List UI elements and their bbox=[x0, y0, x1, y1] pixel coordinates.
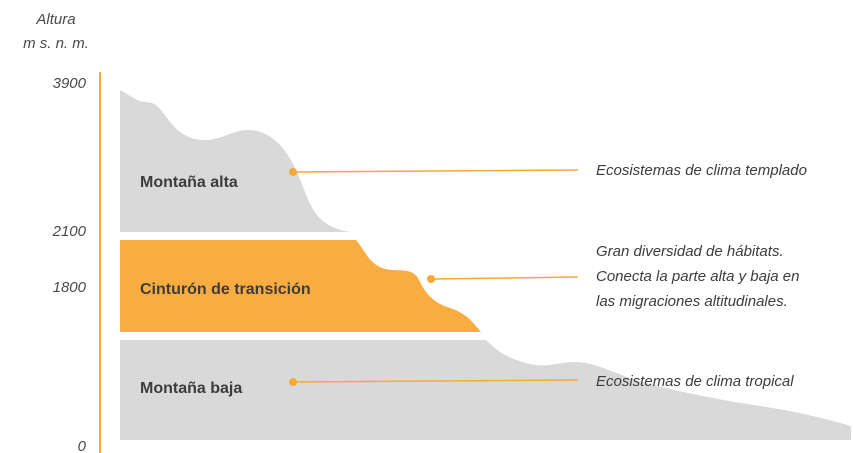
transition-belt-label: Cinturón de transición bbox=[140, 281, 311, 298]
high-mountain-zone bbox=[120, 90, 350, 232]
high-note: Ecosistemas de clima templado bbox=[596, 162, 807, 179]
transition-note-line1: Gran diversidad de hábitats. bbox=[596, 243, 784, 260]
axis-title-line2: m s. n. m. bbox=[23, 35, 89, 52]
high-connector-dot bbox=[289, 168, 297, 176]
tick-label-3900: 3900 bbox=[53, 75, 87, 92]
transition-note-line3: las migraciones altitudinales. bbox=[596, 293, 788, 310]
low-connector-line bbox=[292, 379, 579, 383]
axis-title-line1: Altura bbox=[35, 11, 75, 28]
tick-label-0: 0 bbox=[78, 438, 87, 453]
transition-connector-line bbox=[430, 276, 579, 280]
low-note: Ecosistemas de clima tropical bbox=[596, 373, 794, 390]
tick-label-1800: 1800 bbox=[53, 279, 87, 296]
low-mountain-label: Montaña baja bbox=[140, 380, 242, 397]
transition-note-line2: Conecta la parte alta y baja en bbox=[596, 268, 799, 285]
high-connector-line bbox=[292, 169, 579, 173]
low-mountain-zone bbox=[120, 340, 851, 440]
transition-belt-zone bbox=[120, 240, 481, 332]
low-connector-dot bbox=[289, 378, 297, 386]
high-mountain-label: Montaña alta bbox=[140, 174, 238, 191]
transition-connector-dot bbox=[427, 275, 435, 283]
tick-label-2100: 2100 bbox=[52, 223, 87, 240]
